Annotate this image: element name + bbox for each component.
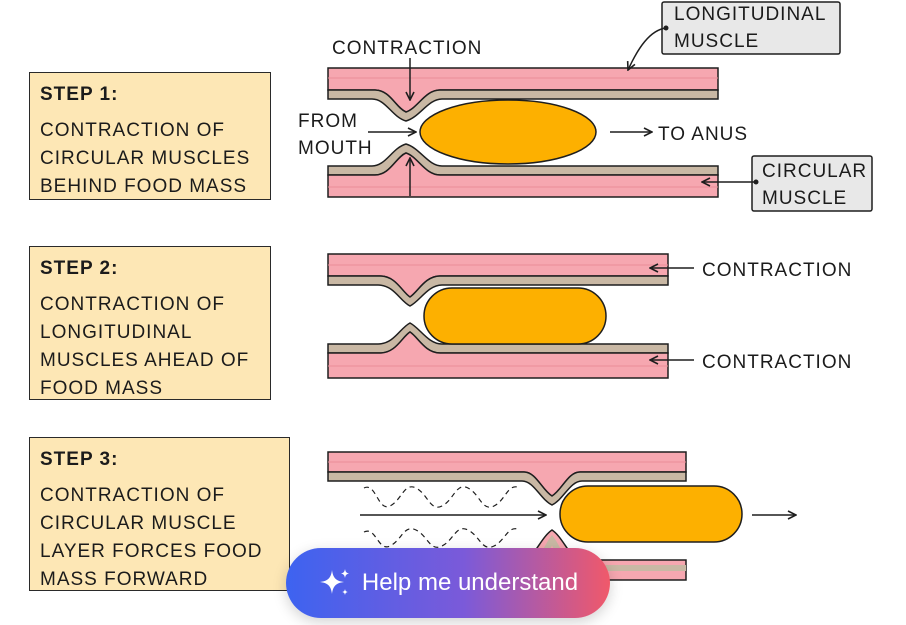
step-1-box: STEP 1: CONTRACTION OF CIRCULAR MUSCLES …: [29, 72, 271, 200]
step-1-top-inner-layer: [327, 89, 719, 122]
longitudinal-muscle-pointer: [628, 27, 667, 70]
step-2-top-inner-layer: [327, 275, 669, 307]
step-1-title: STEP 1:: [40, 84, 119, 105]
longitudinal-muscle-label-line-1: LONGITUDINAL: [674, 4, 826, 25]
step-2-line-2: LONGITUDINAL: [40, 322, 193, 343]
step-1-line-3: BEHIND FOOD MASS: [40, 176, 248, 197]
from-mouth-label-line-1: FROM: [298, 111, 358, 132]
step-3-title: STEP 3:: [40, 449, 119, 470]
step-3-food-mass: [559, 485, 743, 543]
step-2-line-3: MUSCLES AHEAD OF: [40, 350, 250, 371]
help-me-understand-button[interactable]: Help me understand: [286, 548, 610, 618]
from-mouth-label-line-2: MOUTH: [298, 138, 373, 159]
longitudinal-muscle-callout-box: [661, 1, 841, 55]
step-1-tube: [327, 67, 719, 198]
step-1-line-2: CIRCULAR MUSCLES: [40, 148, 251, 169]
step-1-bottom-circular-layer: [327, 152, 719, 198]
step-2-food-mass: [423, 287, 607, 345]
step-3-line-3: LAYER FORCES FOOD: [40, 541, 263, 562]
step-1-food-mass: [419, 99, 597, 165]
longitudinal-muscle-pointer-dot: [663, 25, 669, 31]
circular-muscle-label-line-2: MUSCLE: [762, 188, 847, 209]
circular-muscle-callout-box: [751, 155, 873, 212]
step-3-top-inner-layer: [327, 471, 687, 506]
longitudinal-muscle-label-line-2: MUSCLE: [674, 31, 759, 52]
step-3-wave-lower: [363, 528, 521, 548]
circular-muscle-pointer-dot: [753, 179, 759, 185]
step-3-line-2: CIRCULAR MUSCLE: [40, 513, 237, 534]
step-3-box: STEP 3: CONTRACTION OF CIRCULAR MUSCLE L…: [29, 437, 290, 591]
circular-muscle-label-line-1: CIRCULAR: [762, 161, 867, 182]
step-2-tube: [327, 253, 669, 379]
step-3-line-4: MASS FORWARD: [40, 569, 209, 590]
sparkle-icon: [319, 569, 349, 595]
step-3-tube: [327, 451, 743, 581]
contraction-top-label: CONTRACTION: [332, 38, 482, 59]
to-anus-label: TO ANUS: [658, 124, 748, 145]
step-2-line-1: CONTRACTION OF: [40, 294, 225, 315]
step-2-box: STEP 2: CONTRACTION OF LONGITUDINAL MUSC…: [29, 246, 271, 400]
step-2-line-4: FOOD MASS: [40, 378, 164, 399]
step-3-line-1: CONTRACTION OF: [40, 485, 225, 506]
contraction-s2-top-label: CONTRACTION: [702, 260, 852, 281]
help-me-understand-label: Help me understand: [361, 569, 579, 596]
contraction-s2-bottom-label: CONTRACTION: [702, 352, 852, 373]
step-2-title: STEP 2:: [40, 258, 119, 279]
step-1-line-1: CONTRACTION OF: [40, 120, 225, 141]
step-3-wave-upper: [363, 486, 521, 508]
